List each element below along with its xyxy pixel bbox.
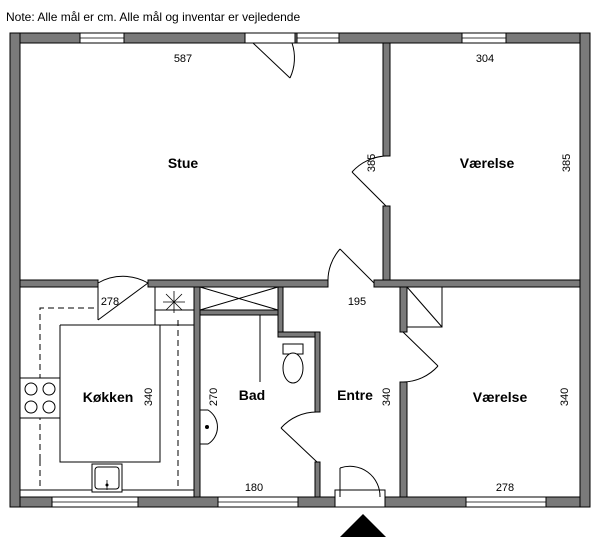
dim-vaerelse-top-width: 304: [476, 53, 494, 65]
entrance-arrow: [340, 514, 386, 537]
outer-walls: [9, 32, 591, 508]
windows: [51, 32, 547, 508]
room-label-entre: Entre: [337, 387, 373, 403]
dim-bad-left: 270: [208, 388, 220, 406]
bathroom-fixtures: [199, 286, 304, 445]
room-label-vaerelse-bottom: Værelse: [473, 389, 528, 405]
doors: [97, 32, 439, 508]
interior-walls: [19, 42, 581, 498]
room-label-vaerelse-top: Værelse: [460, 155, 515, 171]
room-label-stue: Stue: [168, 155, 199, 171]
dim-entre-right: 340: [381, 388, 393, 406]
room-label-kokken: Køkken: [83, 389, 134, 405]
dim-stue-top: 587: [174, 53, 192, 65]
dim-vaerelse-top-left: 385: [366, 154, 378, 172]
dim-vaerelse-bottom-width: 278: [496, 482, 514, 494]
dim-kokken-right: 340: [143, 388, 155, 406]
dim-entre-top: 195: [348, 296, 366, 308]
room-label-bad: Bad: [239, 387, 265, 403]
dim-vaerelse-top-right: 385: [561, 154, 573, 172]
kitchen-fixtures: [19, 287, 194, 493]
dim-kokken-top: 278: [101, 296, 119, 308]
dim-bad-bottom: 180: [245, 482, 263, 494]
dim-vaerelse-bottom-right: 340: [559, 388, 571, 406]
bedroom-closet: [406, 286, 443, 328]
plan-note: Note: Alle mål er cm. Alle mål og invent…: [6, 10, 300, 24]
